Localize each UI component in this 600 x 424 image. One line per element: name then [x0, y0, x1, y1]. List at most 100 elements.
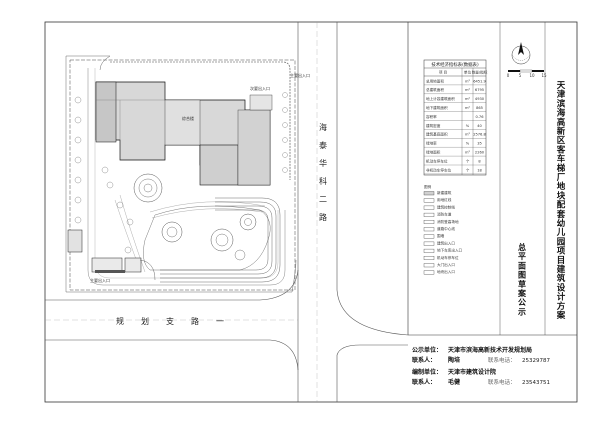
- legend-item: 新建建筑: [423, 190, 452, 196]
- contact1-name: 陶培: [448, 356, 460, 364]
- table-row: 建筑密度%40: [424, 123, 486, 130]
- project-title-char: 筑: [557, 273, 566, 284]
- table-cell: 2260: [475, 151, 485, 155]
- legend-item-label: 机动车停车位: [437, 255, 459, 260]
- project-subtitle-char: 图: [518, 271, 526, 280]
- legend-item: 建筑出入口: [423, 240, 455, 246]
- legend-item: 建筑控制线: [423, 204, 455, 210]
- indicator-table-title: 技术经济指标表(数据表): [431, 61, 479, 68]
- phone2-value: 23543751: [522, 380, 550, 386]
- table-cell: 4930: [475, 97, 485, 101]
- table-cell: m²: [465, 151, 471, 155]
- legend-item-label: 道路中心线: [437, 226, 455, 231]
- legend-item-label: 地块出入口: [437, 269, 455, 274]
- horizontal-road-char: 一: [216, 317, 224, 326]
- legend-item: 地下车库出入口: [423, 248, 463, 253]
- project-subtitle-char: 总: [518, 242, 526, 252]
- table-cell: 18: [477, 168, 482, 172]
- legend-item: 用地红线: [423, 197, 452, 203]
- project-subtitle-char: 示: [517, 307, 526, 316]
- table-cell: 地下建筑面积: [426, 105, 448, 110]
- legend-item-label: 新建建筑: [437, 190, 452, 195]
- horizontal-road-label: 规划支路一: [116, 316, 224, 326]
- project-title-char: 设: [557, 282, 566, 293]
- legend-item-label: 围墙: [437, 233, 445, 238]
- north-entrance-label-2: 次要出入口: [250, 85, 270, 91]
- table-cell: m²: [465, 97, 471, 101]
- project-title-char: 地: [557, 181, 566, 192]
- table-cell: 2576.8: [473, 133, 486, 137]
- running-track: [160, 197, 281, 283]
- table-row: 地上计容建筑面积 m² 4930: [424, 96, 486, 103]
- publisher-name: 天津市滨海高新技术开发规划局: [448, 346, 532, 354]
- table-cell: 个: [466, 158, 470, 163]
- project-subtitle-char: 案: [517, 288, 527, 298]
- project-title-char: 项: [557, 247, 566, 257]
- scale-label: 5: [519, 73, 522, 78]
- legend-swatch: [423, 205, 435, 210]
- table-cell: 非机动车停车位: [426, 167, 452, 172]
- trees: [74, 92, 288, 254]
- vertical-road-char: 海: [319, 122, 327, 132]
- legend-item: 地块出入口: [423, 269, 455, 275]
- phone1-label: 联系电话：: [488, 356, 516, 364]
- table-cell: m²: [465, 88, 471, 92]
- project-title-char: 计: [557, 292, 566, 303]
- legend-swatch: [423, 212, 435, 217]
- table-cell: 6795: [475, 88, 484, 92]
- table-cell: 865: [476, 106, 483, 110]
- table-cell: 0.76: [475, 115, 484, 119]
- scale-bar: [508, 69, 544, 73]
- phone1-value: 25329787: [522, 358, 550, 364]
- legend-item: 消防登高场地: [423, 219, 459, 224]
- table-cell: 建筑基底面积: [426, 132, 448, 137]
- vertical-road-char: 二: [319, 195, 327, 204]
- table-cell: 容积率: [426, 114, 437, 119]
- project-subtitle-char: 平: [518, 252, 526, 261]
- scale-label: 10: [529, 73, 535, 78]
- table-cell: 地上计容建筑面积: [426, 96, 455, 101]
- sheet-border: [44, 21, 578, 403]
- legend-swatch: [423, 227, 435, 232]
- contact2-name: 毛健: [448, 378, 460, 386]
- phone2-label: 联系电话：: [488, 378, 516, 386]
- table-header: 数量/指标: [472, 70, 488, 75]
- project-title-char: 区: [557, 136, 566, 146]
- scale-label: 0: [507, 73, 510, 78]
- indicator-table-headers: 项 目单位数量/指标: [439, 70, 488, 75]
- main-building: [95, 81, 273, 186]
- legend-item-label: 地下车库出入口: [437, 248, 463, 253]
- horizontal-road-char: 划: [141, 316, 149, 326]
- project-title-char: 滨: [557, 98, 566, 109]
- table-cell: 6451.9: [473, 79, 486, 83]
- project-title-char: 儿: [556, 228, 566, 238]
- legend-item-label: 建筑控制线: [437, 204, 455, 209]
- project-title-char: 目: [557, 256, 566, 266]
- designer-label: 编制单位：: [412, 368, 442, 376]
- project-title-char: 客: [556, 144, 566, 155]
- table-row: 绿地率%35: [424, 141, 486, 148]
- table-cell: 40: [477, 124, 482, 128]
- project-title-char: 配: [557, 201, 566, 211]
- contact2-label: 联系人：: [412, 378, 436, 386]
- project-title-char: 园: [557, 237, 566, 247]
- legend-swatch: [423, 270, 435, 275]
- legend-swatch: [423, 191, 435, 196]
- table-cell: 35: [477, 142, 482, 146]
- site-boundary: [65, 55, 297, 293]
- legend-swatch: [423, 241, 435, 246]
- legend-swatch: [423, 248, 435, 253]
- table-row: 容积率 0.76: [424, 114, 486, 121]
- designer-name: 天津市建筑设计院: [448, 368, 496, 376]
- horizontal-road-char: 路: [191, 316, 199, 326]
- project-title-char: 车: [557, 154, 566, 165]
- table-cell: m²: [465, 106, 471, 110]
- project-subtitle-char: 公: [518, 298, 526, 307]
